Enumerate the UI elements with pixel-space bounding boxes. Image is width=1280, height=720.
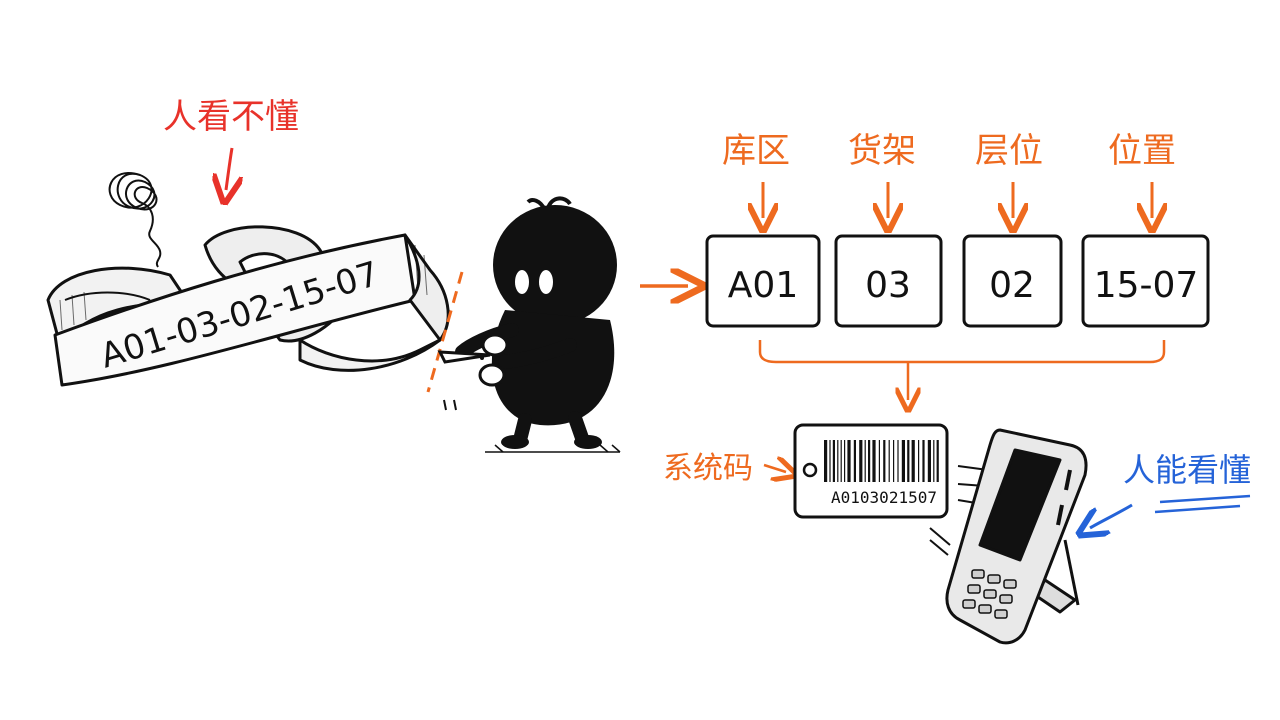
segment-label-shelf: 货架: [848, 131, 916, 171]
barcode-bar: [832, 440, 835, 482]
barcode-bar: [853, 440, 856, 482]
barcode-bar: [837, 440, 839, 482]
character-icon: [455, 196, 621, 453]
arrow-down-red: [226, 147, 232, 190]
barcode-bar: [893, 440, 895, 482]
merge-bracket: [758, 340, 1166, 364]
segment-3: 位置 15-07: [1081, 131, 1210, 328]
barcode-bar: [859, 440, 863, 482]
barcode-bar: [824, 440, 828, 482]
barcode-number: A0103021507: [831, 488, 937, 507]
barcode-bar: [897, 440, 899, 482]
segment-value: 02: [989, 265, 1035, 306]
barcode-bar: [844, 440, 846, 482]
barcode-bar: [829, 440, 831, 482]
barcode-bar: [878, 440, 880, 482]
barcode-bar: [911, 440, 915, 482]
barcode-bar: [888, 440, 890, 482]
barcode-icon: [824, 440, 939, 482]
barcode-bar: [872, 440, 876, 482]
arrow-to-tag: [763, 465, 786, 472]
segment-1: 货架 03: [834, 131, 943, 328]
barcode-bar: [847, 440, 851, 482]
cut-line: [426, 271, 464, 393]
barcode-bar: [918, 440, 920, 482]
barcode-bar: [868, 440, 871, 482]
arrow-blue: [1090, 503, 1133, 528]
handheld-scanner-icon: [945, 428, 1088, 645]
label-system-code: 系统码: [663, 451, 753, 486]
segment-value: 03: [865, 265, 911, 306]
segment-0: 库区 A01: [705, 131, 821, 328]
barcode-bar: [936, 440, 939, 482]
barcode-bar: [840, 440, 842, 482]
underline-blue: [1154, 494, 1251, 514]
segment-label-position: 位置: [1108, 131, 1176, 171]
barcode-bar: [933, 440, 935, 482]
barcode-bar: [927, 440, 931, 482]
segment-box: [834, 234, 943, 328]
barcode-bar: [864, 440, 866, 482]
segment-value: 15-07: [1094, 265, 1199, 306]
barcode-tag: A0103021507: [793, 423, 949, 519]
barcode-bar: [901, 440, 905, 482]
barcode-bar: [922, 440, 925, 482]
tangled-ribbon: [46, 225, 450, 387]
segment-box: [962, 234, 1063, 328]
segment-2: 层位 02: [962, 131, 1063, 328]
cut-motion-lines: [443, 399, 457, 411]
barcode-bar: [907, 440, 910, 482]
label-human-cannot-read: 人看不懂: [163, 97, 299, 137]
segment-label-warehouse-zone: 库区: [722, 131, 790, 171]
segment-value: A01: [728, 265, 798, 306]
barcode-bar: [883, 440, 886, 482]
segment-label-level: 层位: [975, 131, 1043, 171]
segment-box: [705, 234, 821, 328]
segment-box: [1081, 234, 1210, 328]
scissors-icon: [437, 333, 509, 387]
label-machine-can-read: 人能看懂: [1123, 451, 1251, 489]
scribble-icon: [108, 172, 162, 268]
